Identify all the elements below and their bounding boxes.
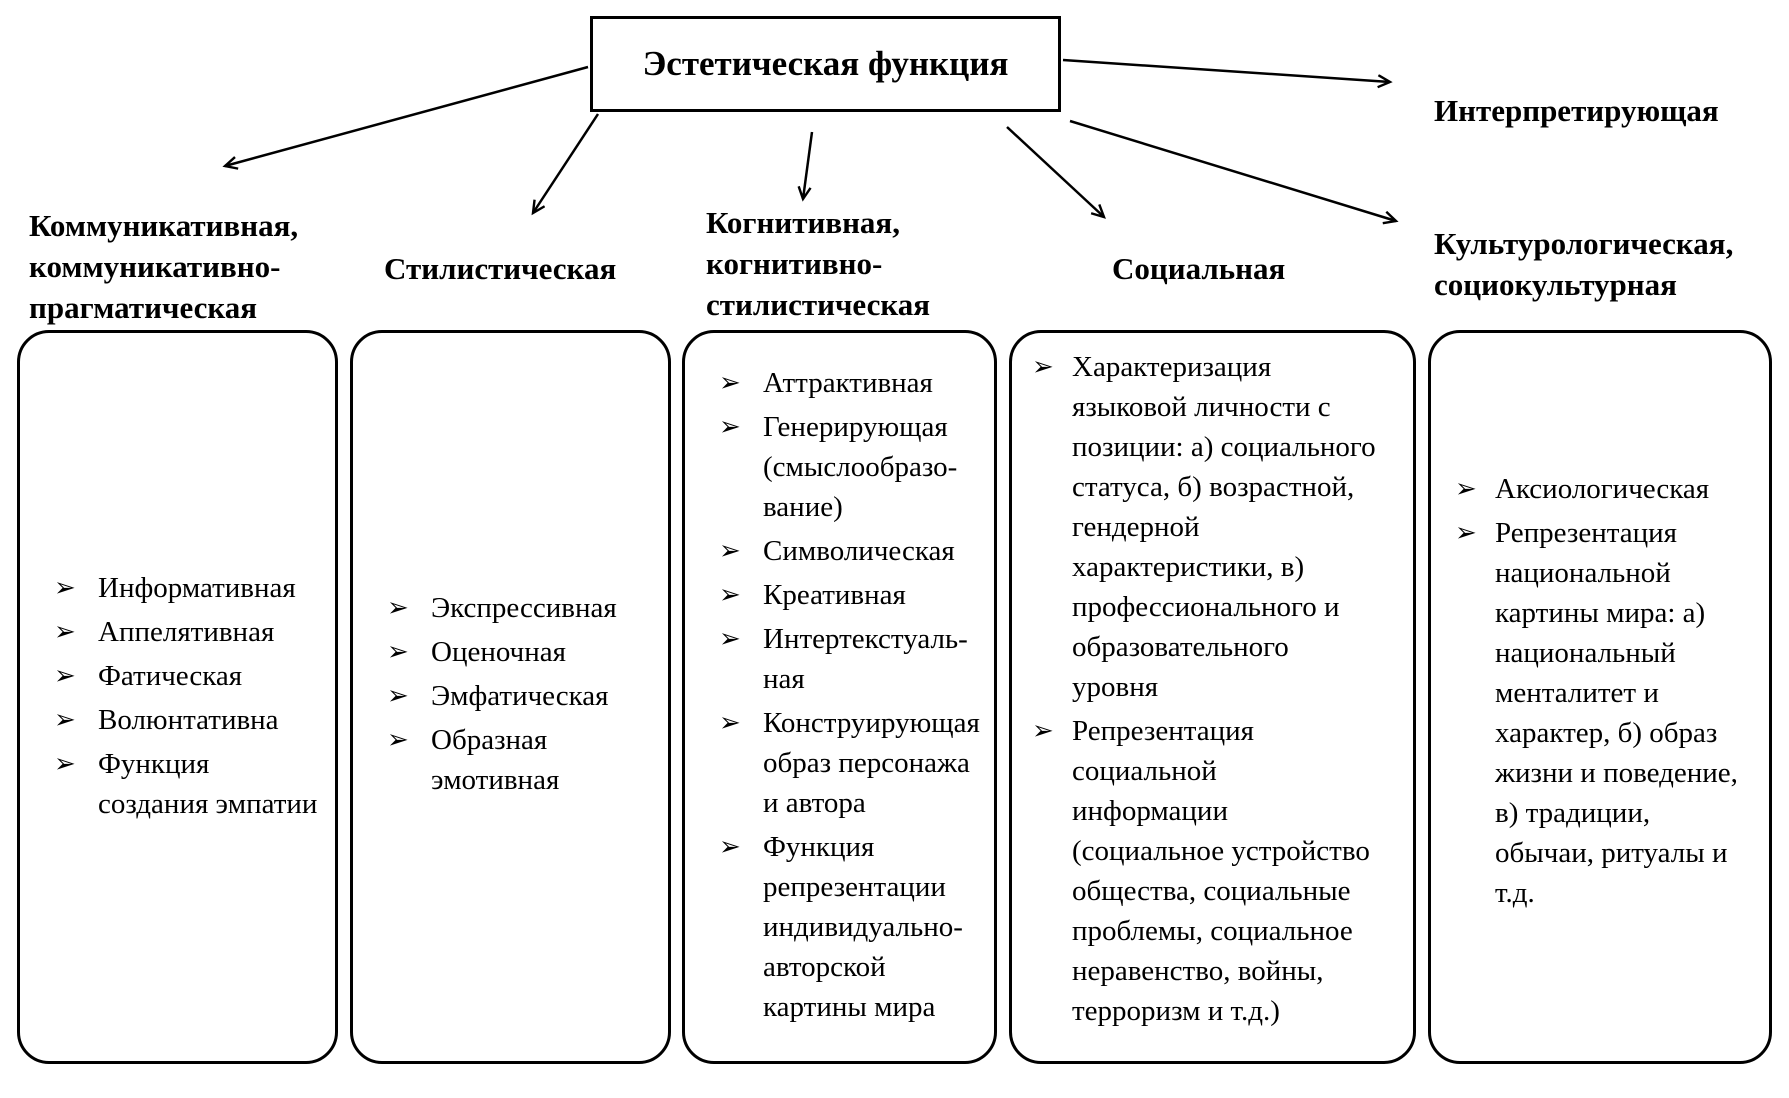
- item-text: Креативная: [763, 579, 906, 611]
- cognitive-list: ➢ Аттрактивная ➢ Генерирующая (смыслообр…: [719, 363, 982, 1027]
- list-item: ➢ Оценочная: [387, 632, 656, 672]
- item-text: Аппелятивная: [98, 616, 275, 648]
- list-item: ➢ Экспрессивная: [387, 588, 656, 628]
- satellite-header-interpreting: Интерпретирующая: [1434, 93, 1719, 128]
- root-function-label: Эстетическая функция: [642, 44, 1009, 83]
- bullet-icon: ➢: [387, 725, 409, 754]
- box-stylistic: ➢ Экспрессивная ➢ Оценочная ➢ Эмфатическ…: [350, 330, 671, 1064]
- bullet-icon: ➢: [54, 573, 76, 602]
- bullet-icon: ➢: [719, 580, 741, 609]
- stylistic-list: ➢ Экспрессивная ➢ Оценочная ➢ Эмфатическ…: [387, 588, 656, 800]
- bullet-icon: ➢: [1455, 474, 1477, 503]
- arrow-to-culturological: [1069, 119, 1396, 221]
- item-text: Аксиологическая: [1495, 473, 1710, 505]
- bullet-icon: ➢: [1455, 518, 1477, 547]
- box-cognitive: ➢ Аттрактивная ➢ Генерирующая (смыслообр…: [682, 330, 997, 1064]
- list-item: ➢ Аттрактивная: [719, 363, 982, 403]
- item-text: Образная эмотивная: [431, 724, 560, 796]
- bullet-icon: ➢: [719, 368, 741, 397]
- box-culturological: ➢ Аксиологическая ➢ Репрезентация национ…: [1428, 330, 1772, 1064]
- column-header-stylistic: Стилистическая: [384, 251, 617, 286]
- bullet-icon: ➢: [387, 637, 409, 666]
- bullet-icon: ➢: [719, 832, 741, 861]
- box-social: ➢ Характеризация языковой личности с поз…: [1009, 330, 1416, 1064]
- list-item: ➢ Эмфатическая: [387, 676, 656, 716]
- social-list: ➢ Характеризация языковой личности с поз…: [1032, 347, 1401, 1031]
- item-text: Эмфатическая: [431, 680, 609, 712]
- list-item: ➢ Характеризация языковой личности с поз…: [1032, 347, 1401, 707]
- column-header-communicative: Коммуникативная, коммуникативно- прагмат…: [29, 208, 299, 325]
- bullet-icon: ➢: [719, 624, 741, 653]
- arrow-to-cognitive: [803, 131, 814, 199]
- bullet-icon: ➢: [54, 617, 76, 646]
- item-text: Репрезентация национальной картины мира:…: [1495, 517, 1738, 909]
- arrow-to-interpreting: [1062, 58, 1390, 82]
- bullet-icon: ➢: [54, 749, 76, 778]
- bullet-icon: ➢: [54, 705, 76, 734]
- list-item: ➢ Информативная: [54, 568, 323, 608]
- bullet-icon: ➢: [1032, 716, 1054, 745]
- box-communicative: ➢ Информативная ➢ Аппелятивная ➢ Фатичес…: [17, 330, 338, 1064]
- bullet-icon: ➢: [719, 708, 741, 737]
- list-item: ➢ Функция создания эмпатии: [54, 744, 323, 824]
- bullet-icon: ➢: [1032, 352, 1054, 381]
- item-text: Интертекстуаль- ная: [763, 623, 968, 695]
- item-text: Волюнтативна: [98, 704, 279, 736]
- item-text: Символическая: [763, 535, 955, 567]
- list-item: ➢ Конструирующая образ персонажа и автор…: [719, 703, 982, 823]
- item-text: Конструирующая образ персонажа и автора: [763, 707, 980, 819]
- culturological-list: ➢ Аксиологическая ➢ Репрезентация национ…: [1455, 469, 1757, 913]
- bullet-icon: ➢: [54, 661, 76, 690]
- item-text: Информативная: [98, 572, 296, 604]
- item-text: Функция репрезентации индивидуально- авт…: [763, 831, 963, 1023]
- item-text: Репрезентация социальной информации (соц…: [1072, 715, 1370, 1027]
- column-header-social: Социальная: [1112, 251, 1286, 286]
- list-item: ➢ Фатическая: [54, 656, 323, 696]
- item-text: Фатическая: [98, 660, 243, 692]
- root-function-box: Эстетическая функция: [590, 16, 1061, 112]
- list-item: ➢ Интертекстуаль- ная: [719, 619, 982, 699]
- list-item: ➢ Аппелятивная: [54, 612, 323, 652]
- list-item: ➢ Репрезентация социальной информации (с…: [1032, 711, 1401, 1031]
- arrow-to-communicative: [225, 65, 589, 166]
- item-text: Оценочная: [431, 636, 566, 668]
- arrow-to-social: [1006, 126, 1104, 217]
- item-text: Характеризация языковой личности с позиц…: [1072, 351, 1376, 703]
- item-text: Функция создания эмпатии: [98, 748, 318, 820]
- arrow-to-stylistic: [533, 113, 600, 213]
- list-item: ➢ Аксиологическая: [1455, 469, 1757, 509]
- bullet-icon: ➢: [719, 536, 741, 565]
- communicative-list: ➢ Информативная ➢ Аппелятивная ➢ Фатичес…: [54, 568, 323, 824]
- item-text: Аттрактивная: [763, 367, 933, 399]
- list-item: ➢ Символическая: [719, 531, 982, 571]
- list-item: ➢ Генерирующая (смыслообразо- вание): [719, 407, 982, 527]
- list-item: ➢ Образная эмотивная: [387, 720, 656, 800]
- list-item: ➢ Волюнтативна: [54, 700, 323, 740]
- bullet-icon: ➢: [387, 593, 409, 622]
- column-header-culturological: Культурологическая, социокультурная: [1434, 226, 1734, 302]
- list-item: ➢ Функция репрезентации индивидуально- а…: [719, 827, 982, 1027]
- bullet-icon: ➢: [719, 412, 741, 441]
- item-text: Генерирующая (смыслообразо- вание): [763, 411, 958, 523]
- item-text: Экспрессивная: [431, 592, 617, 624]
- list-item: ➢ Креативная: [719, 575, 982, 615]
- bullet-icon: ➢: [387, 681, 409, 710]
- column-header-cognitive: Когнитивная, когнитивно- стилистическая: [706, 205, 930, 322]
- list-item: ➢ Репрезентация национальной картины мир…: [1455, 513, 1757, 913]
